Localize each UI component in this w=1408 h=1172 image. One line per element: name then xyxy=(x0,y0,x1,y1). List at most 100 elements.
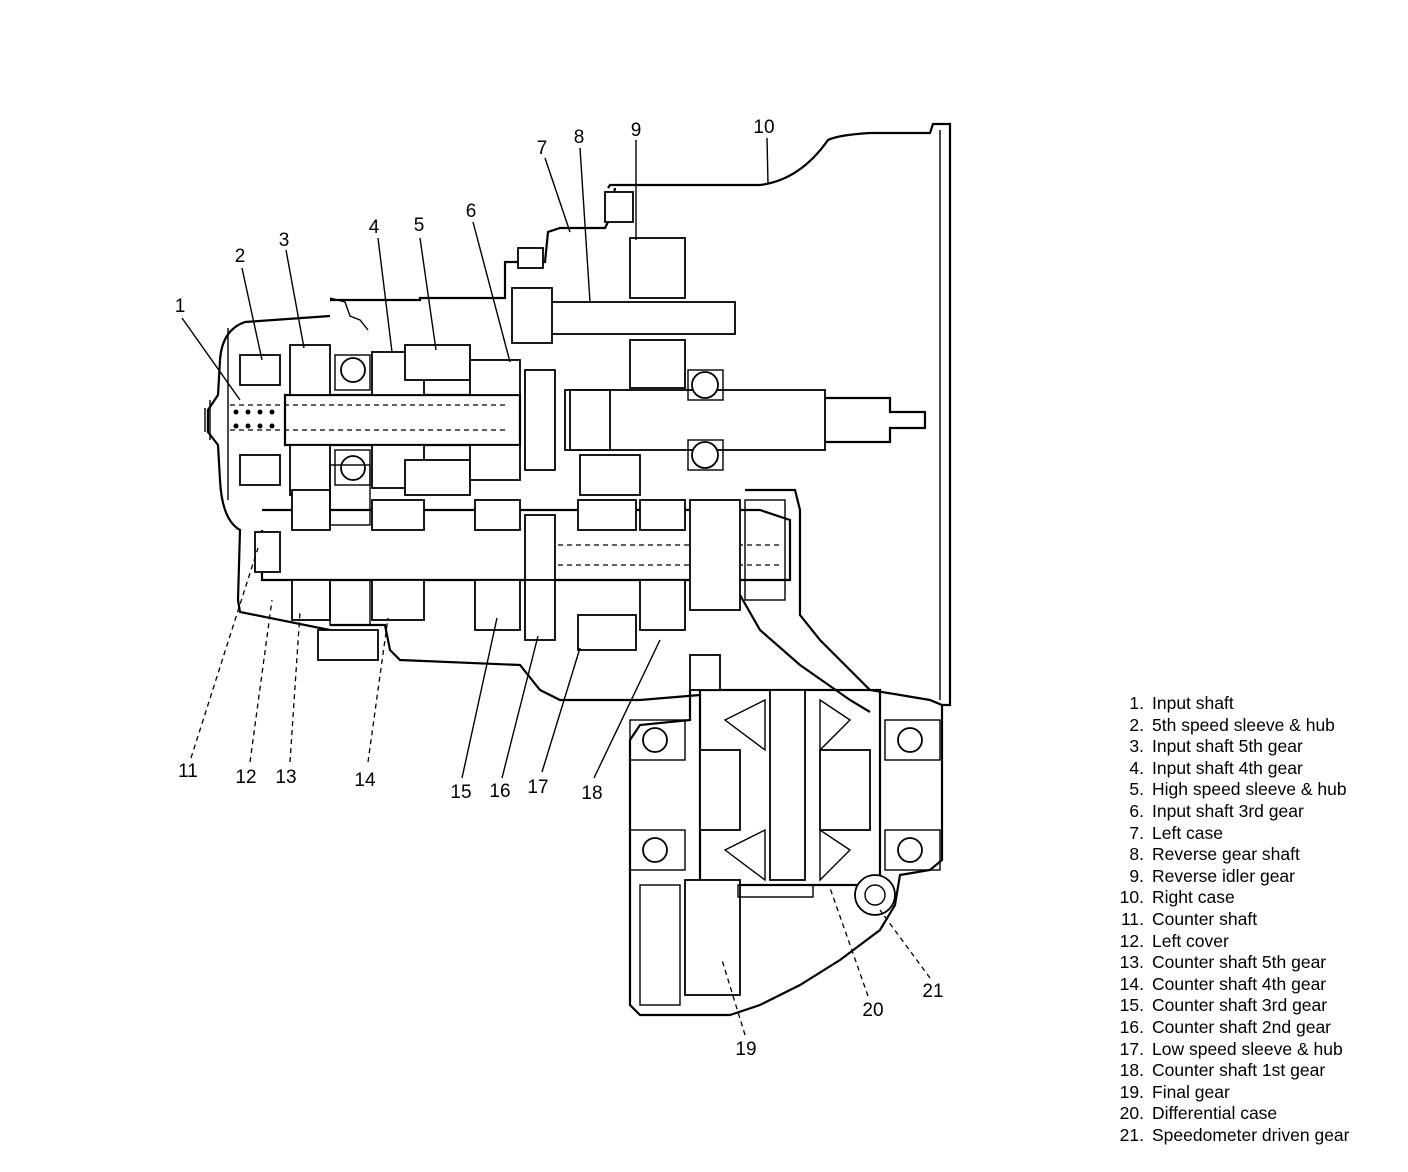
legend-item: 11.Counter shaft xyxy=(1108,909,1404,931)
legend-item-number: 9. xyxy=(1129,865,1144,886)
callout-14: 14 xyxy=(354,770,376,791)
legend-item: 15. Counter shaft 3rd gear xyxy=(1108,995,1404,1017)
callout-21: 21 xyxy=(922,981,943,1002)
legend-item-label: Speedometer driven gear xyxy=(1152,1124,1350,1145)
legend-item: 20. Differential case xyxy=(1108,1103,1404,1125)
reverse-idler-gear xyxy=(629,237,686,299)
legend-item: 18. Counter shaft 1st gear xyxy=(1108,1060,1404,1082)
legend-item-label: Right case xyxy=(1152,887,1235,908)
legend-item-label: Left case xyxy=(1152,822,1224,843)
legend-item-number: 4. xyxy=(1129,757,1144,778)
legend-item-label: Counter shaft 5th gear xyxy=(1152,952,1327,973)
speedometer-driven-gear xyxy=(854,874,896,916)
legend-item-label: Input shaft 3rd gear xyxy=(1152,800,1304,821)
low-speed-sleeve-hub xyxy=(577,499,637,531)
legend-item: 14. Counter shaft 4th gear xyxy=(1108,974,1404,996)
counter-shaft-4th-gear xyxy=(371,499,425,531)
legend-item: 12. Left cover xyxy=(1108,931,1404,953)
input-shaft-body xyxy=(283,393,522,447)
callout-19: 19 xyxy=(735,1039,756,1060)
legend-item-number: 7. xyxy=(1129,822,1144,843)
legend-item-number: 3. xyxy=(1129,736,1144,757)
callout-18: 18 xyxy=(581,783,602,804)
input-shaft-end-marks xyxy=(233,409,275,429)
legend-item: 2. 5th speed sleeve & hub xyxy=(1108,715,1404,737)
left-cover-outline xyxy=(206,314,332,645)
callout-12: 12 xyxy=(235,767,256,788)
legend-item-label: Counter shaft 2nd gear xyxy=(1152,1016,1332,1037)
callout-11: 11 xyxy=(178,761,198,782)
callout-16: 16 xyxy=(489,781,510,802)
high-speed-sleeve-hub xyxy=(404,344,471,381)
legend-item: 13. Counter shaft 5th gear xyxy=(1108,952,1404,974)
right-case-outline xyxy=(607,122,952,1017)
counter-shaft-3rd-gear xyxy=(474,499,521,531)
legend-item-label: Input shaft 4th gear xyxy=(1152,757,1303,778)
legend-item-label: Input shaft xyxy=(1152,693,1234,713)
callout-1: 1 xyxy=(175,296,186,317)
legend-item-label: Reverse gear shaft xyxy=(1152,844,1300,865)
legend-item: 7. Left case xyxy=(1108,823,1404,845)
legend-item-number: 2. xyxy=(1129,714,1144,735)
callout-9: 9 xyxy=(631,120,642,141)
reverse-gear-shaft xyxy=(519,301,736,335)
callout-numbers: 1 2 3 4 5 6 7 8 9 10 11 12 13 14 15 16 1… xyxy=(175,117,944,1060)
legend-item-number: 6. xyxy=(1129,800,1144,821)
legend-item-label: Input shaft 5th gear xyxy=(1152,736,1303,757)
legend-item-number: 8. xyxy=(1129,844,1144,865)
legend-item-number: 21. xyxy=(1119,1124,1144,1145)
callout-17: 17 xyxy=(527,777,548,798)
callout-7: 7 xyxy=(537,138,548,159)
legend-item: 10. Right case xyxy=(1108,887,1404,909)
callout-4: 4 xyxy=(369,217,380,238)
legend-item: 1. Input shaft xyxy=(1108,693,1404,715)
legend-item-number: 15. xyxy=(1119,995,1144,1016)
legend-item: 21. Speedometer driven gear xyxy=(1108,1125,1404,1147)
legend-item-label: Low speed sleeve & hub xyxy=(1152,1038,1343,1059)
legend-item-number: 13. xyxy=(1119,952,1144,973)
legend-item: 3. Input shaft 5th gear xyxy=(1108,736,1404,758)
legend-item-number: 14. xyxy=(1119,973,1144,994)
legend-item: 17.Low speed sleeve & hub xyxy=(1108,1039,1404,1061)
legend-item-label: Counter shaft 1st gear xyxy=(1152,1060,1326,1081)
counter-shaft-1st-gear xyxy=(639,499,686,531)
legend-item-number: 16. xyxy=(1119,1016,1144,1037)
callout-6: 6 xyxy=(466,201,477,222)
legend-item: 8. Reverse gear shaft xyxy=(1108,844,1404,866)
counter-shaft-5th-gear xyxy=(291,489,331,531)
legend-item: 9. Reverse idler gear xyxy=(1108,866,1404,888)
legend-item-number: 10. xyxy=(1119,887,1144,908)
legend-item-number: 5. xyxy=(1129,779,1144,800)
callout-13: 13 xyxy=(275,767,296,788)
legend-item: 16. Counter shaft 2nd gear xyxy=(1108,1017,1404,1039)
parts-legend: 1. Input shaft 2. 5th speed sleeve & hub 3. I… xyxy=(1108,693,1404,1146)
counter-shaft-2nd-gear xyxy=(524,514,556,581)
legend-item-number: 20. xyxy=(1119,1103,1144,1124)
callout-8: 8 xyxy=(574,127,585,148)
callout-15: 15 xyxy=(450,782,471,803)
legend-item-number: 18. xyxy=(1119,1060,1144,1081)
callout-10: 10 xyxy=(753,117,774,138)
legend-item-number: 1. xyxy=(1129,693,1144,713)
callout-5: 5 xyxy=(414,215,425,236)
legend-item-number: 19. xyxy=(1119,1081,1144,1102)
callout-3: 3 xyxy=(279,230,290,251)
input-shaft-5th-gear xyxy=(289,344,331,396)
legend-item-label: Counter shaft 4th gear xyxy=(1152,973,1327,994)
legend-item-label: Differential case xyxy=(1152,1103,1278,1124)
callout-20: 20 xyxy=(862,1000,883,1021)
leader-lines xyxy=(181,137,931,1036)
legend-item: 19. Final gear xyxy=(1108,1082,1404,1104)
legend-item-label: Final gear xyxy=(1152,1081,1230,1102)
legend-item-number: 11. xyxy=(1120,908,1144,929)
input-shaft-3rd-gear xyxy=(469,359,521,396)
legend-item-label: Counter shaft 3rd gear xyxy=(1152,995,1328,1016)
legend-item: 4. Input shaft 4th gear xyxy=(1108,758,1404,780)
legend-item-label: Reverse idler gear xyxy=(1152,865,1295,886)
legend-item-label: High speed sleeve & hub xyxy=(1152,779,1347,800)
legend-item-label: 5th speed sleeve & hub xyxy=(1152,714,1335,735)
legend-item-number: 12. xyxy=(1119,930,1144,951)
legend-item: 6. Input shaft 3rd gear xyxy=(1108,801,1404,823)
legend-item-label: Left cover xyxy=(1152,930,1229,951)
